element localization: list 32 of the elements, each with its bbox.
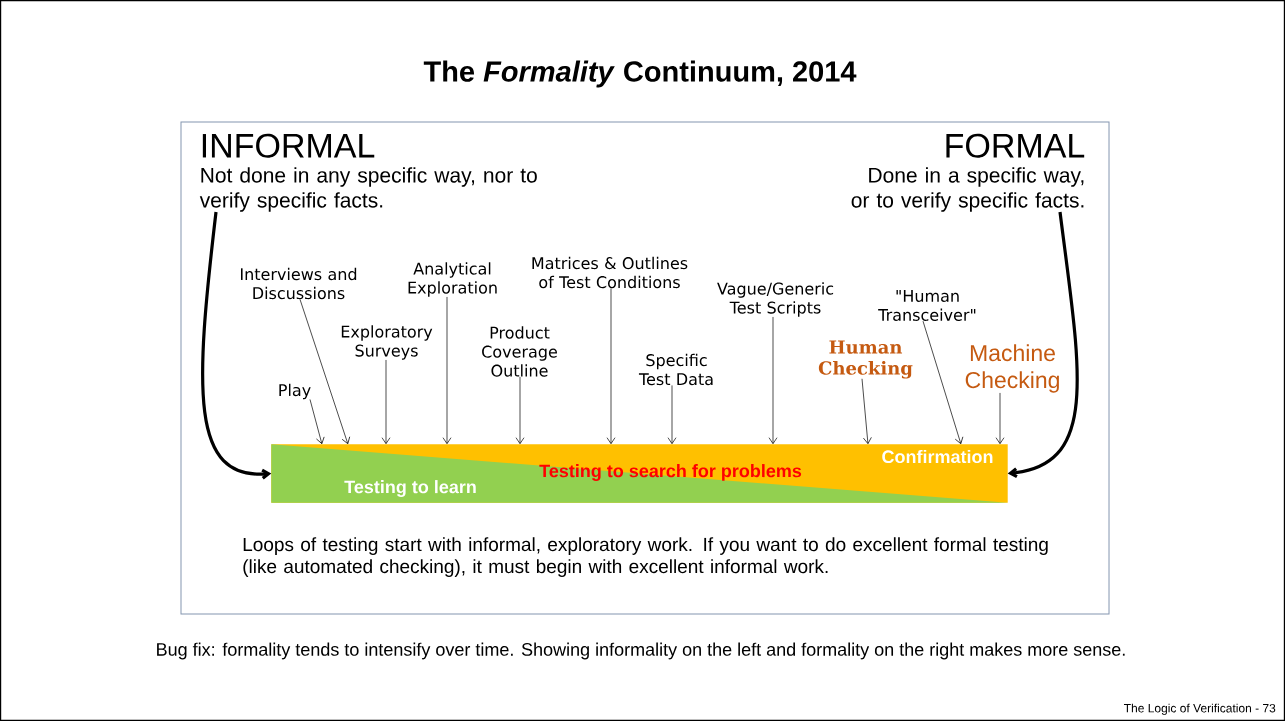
- arrow: [299, 299, 351, 445]
- arrow: [381, 359, 391, 445]
- item-label: Specific Test Data: [638, 353, 713, 386]
- caption: Bug fix: formality tends to intensify over time. Showing informality on the left and formality on the right makes more sense.: [157, 642, 1125, 660]
- item-label: Machine Checking: [965, 344, 1059, 393]
- continuum-bar: Testing to learn Testing to search for problems Confirmation: [271, 444, 1008, 503]
- item-label: Interviews and Discussions: [241, 267, 357, 300]
- arrow: [442, 296, 452, 445]
- item-label: "Human Transceiver": [878, 290, 976, 321]
- panel-box: [180, 121, 1110, 615]
- description-text: Loops of testing start with informal, exploratory work. If you want to do excellent formal testing (like automated checking), it must begin with excellent informal work.: [243, 537, 1048, 577]
- arrow: [995, 392, 1005, 445]
- item-label: Matrices & Outlines of Test Conditions: [532, 256, 688, 289]
- item-label: Human Checking: [818, 340, 913, 379]
- item-label: Analytical Exploration: [408, 262, 497, 297]
- item-label: Exploratory Surveys: [341, 325, 433, 360]
- page-number: The Logic of Verification - 73: [1124, 703, 1276, 715]
- item-label: Play: [279, 383, 311, 400]
- arrow: [667, 385, 677, 445]
- arrow: [309, 399, 325, 445]
- curved-arrow: [201, 211, 272, 480]
- item-label: Vague/Generic Test Scripts: [717, 282, 834, 317]
- arrow: [922, 320, 964, 445]
- arrow: [606, 288, 616, 445]
- curved-arrow: [1007, 211, 1079, 479]
- heading-text: INFORMAL Not done in any specific way, nor to verify specific facts.: [199, 133, 537, 212]
- arrow: [768, 316, 778, 445]
- item-label: Product Coverage Outline: [482, 326, 557, 377]
- heading-text: FORMAL Done in a specific way, or to verify specific facts.: [851, 133, 1085, 212]
- arrow: [515, 376, 525, 445]
- arrow: [861, 378, 872, 445]
- title: The Formality Continuum, 2014: [423, 60, 857, 88]
